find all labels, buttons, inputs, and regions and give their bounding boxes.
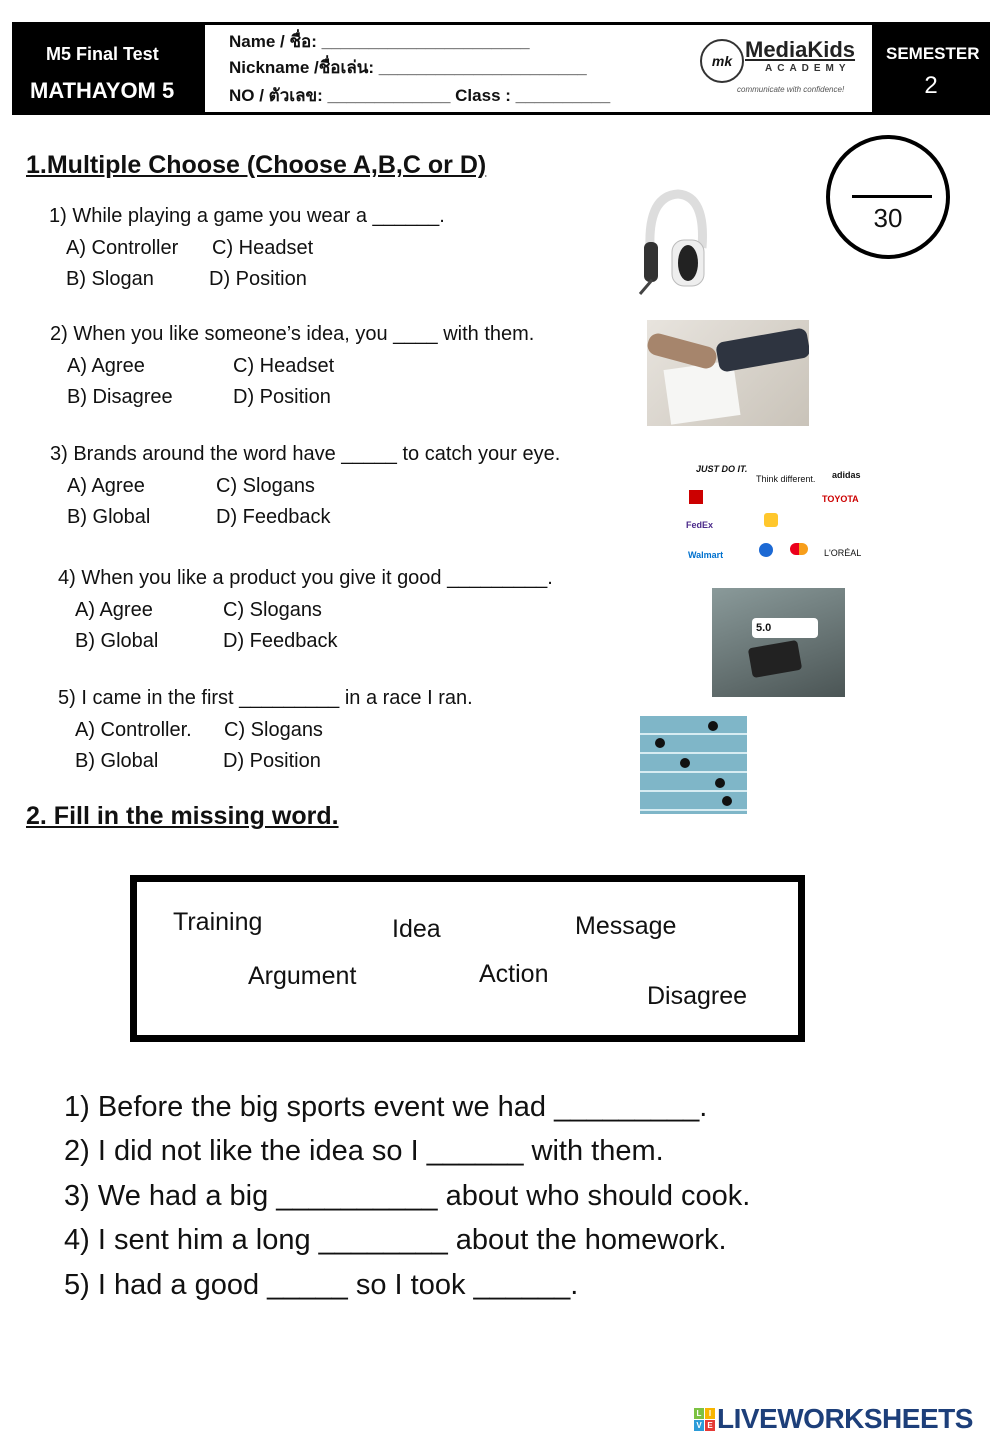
q3-option-b[interactable]: B) Global	[67, 506, 151, 528]
q2-option-a[interactable]: A) Agree	[67, 355, 145, 377]
q1-option-d[interactable]: D) Position	[209, 268, 307, 290]
handshake-image	[647, 320, 809, 426]
question-2: 2) When you like someone’s idea, you ___…	[50, 323, 535, 345]
fill-sentence-3[interactable]: 3) We had a big __________ about who sho…	[64, 1180, 751, 1212]
logo-name: MediaKids	[745, 37, 856, 62]
q4-option-c[interactable]: C) Slogans	[223, 599, 322, 621]
fill-sentence-4[interactable]: 4) I sent him a long ________ about the …	[64, 1224, 727, 1256]
test-title: M5 Final Test	[46, 44, 159, 64]
number-field[interactable]: _____________	[327, 86, 451, 105]
q3-option-d[interactable]: D) Feedback	[216, 506, 331, 528]
question-5: 5) I came in the first _________ in a ra…	[58, 687, 473, 709]
headset-image	[638, 188, 712, 298]
q2-option-d[interactable]: D) Position	[233, 386, 331, 408]
q5-option-a[interactable]: A) Controller.	[75, 719, 192, 741]
word-message: Message	[575, 912, 677, 940]
fill-sentence-5[interactable]: 5) I had a good _____ so I took ______.	[64, 1269, 579, 1301]
liveworksheets-brand: LIVEWORKSHEETS	[717, 1403, 973, 1434]
q5-option-c[interactable]: C) Slogans	[224, 719, 323, 741]
q1-option-a[interactable]: A) Controller	[66, 237, 179, 259]
semester-value: 2	[924, 72, 938, 99]
question-1: 1) While playing a game you wear a _____…	[49, 205, 445, 227]
score-blank-line	[852, 195, 932, 198]
race-track-image	[640, 716, 747, 814]
mediakids-logo-icon: mk	[700, 39, 744, 83]
word-argument: Argument	[248, 962, 357, 990]
question-3: 3) Brands around the word have _____ to …	[50, 443, 561, 465]
q4-option-b[interactable]: B) Global	[75, 630, 159, 652]
question-4: 4) When you like a product you give it g…	[58, 567, 553, 589]
semester-label: SEMESTER	[886, 44, 980, 63]
product-rating-image: 5.0	[712, 588, 845, 697]
q1-option-b[interactable]: B) Slogan	[66, 268, 154, 290]
name-field[interactable]: ______________________	[321, 32, 530, 51]
q2-option-c[interactable]: C) Headset	[233, 355, 335, 377]
class-field[interactable]: __________	[515, 86, 611, 105]
class-label: Class :	[455, 86, 511, 105]
word-idea: Idea	[392, 915, 441, 943]
liveworksheets-logo-icon: L I V E	[694, 1408, 716, 1432]
nickname-field[interactable]: ______________________	[378, 58, 587, 77]
word-action: Action	[479, 960, 549, 988]
score-circle: 30	[826, 135, 950, 259]
q2-option-b[interactable]: B) Disagree	[67, 386, 173, 408]
header-left-band: M5 Final Test MATHAYOM 5	[12, 22, 205, 115]
score-total: 30	[873, 203, 903, 233]
word-bank-box: Training Idea Message Argument Action Di…	[130, 875, 805, 1042]
header-student-info: Name / ชื่อ: ______________________ Nick…	[205, 22, 872, 115]
level-label: MATHAYOM 5	[30, 78, 175, 103]
brand-logos-image: JUST DO IT. Think different. adidas TOYO…	[686, 464, 862, 560]
q5-option-b[interactable]: B) Global	[75, 750, 159, 772]
rating-badge: 5.0	[752, 618, 818, 638]
nickname-label: Nickname /ชื่อเล่น:	[229, 58, 375, 77]
logo-sub: ACADEMY	[765, 63, 851, 74]
word-training: Training	[173, 908, 263, 936]
fill-sentence-1[interactable]: 1) Before the big sports event we had __…	[64, 1091, 708, 1123]
logo-tagline: communicate with confidence!	[737, 85, 845, 94]
q3-option-a[interactable]: A) Agree	[67, 475, 145, 497]
q4-option-a[interactable]: A) Agree	[75, 599, 153, 621]
q3-option-c[interactable]: C) Slogans	[216, 475, 315, 497]
header-right-band: SEMESTER 2	[872, 22, 990, 115]
q1-option-c[interactable]: C) Headset	[212, 237, 314, 259]
fill-sentence-2[interactable]: 2) I did not like the idea so I ______ w…	[64, 1135, 664, 1167]
q5-option-d[interactable]: D) Position	[223, 750, 321, 772]
q4-option-d[interactable]: D) Feedback	[223, 630, 338, 652]
number-label: NO / ตัวเลข:	[229, 86, 323, 105]
word-disagree: Disagree	[647, 982, 748, 1010]
section2-title: 2. Fill in the missing word.	[26, 802, 339, 830]
name-label: Name / ชื่อ:	[229, 32, 317, 51]
section1-title: 1.Multiple Choose (Choose A,B,C or D)	[26, 151, 487, 179]
